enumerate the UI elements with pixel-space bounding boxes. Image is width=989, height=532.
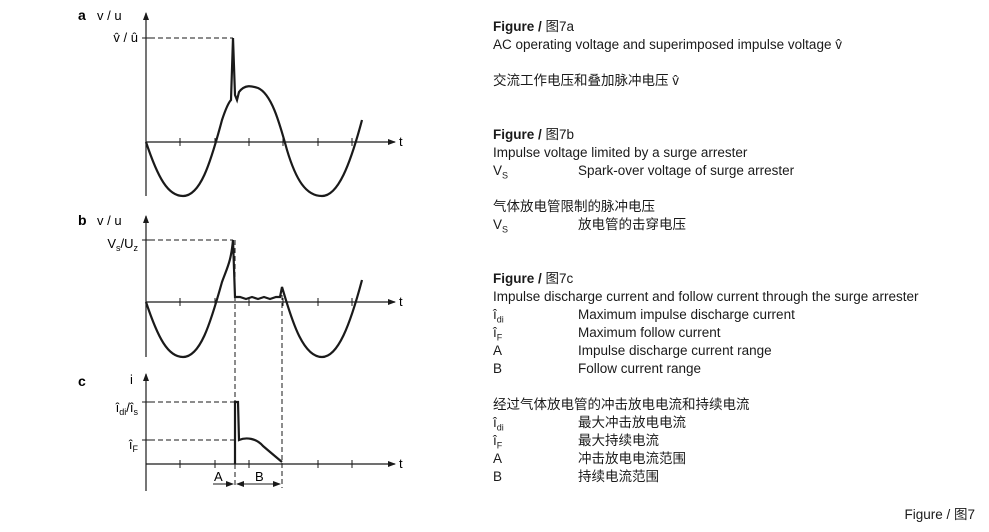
caption-c-header: Figure / 图7c: [493, 271, 574, 286]
caption-b-sym-vs: VS: [493, 163, 509, 181]
caption-c-cn-sym-a: A: [493, 451, 503, 466]
caption-c-line: Impulse discharge current and follow cur…: [493, 289, 919, 304]
panel-b-waveform: [144, 239, 364, 359]
caption-c-desc-b: Follow current range: [578, 361, 702, 376]
caption-c-sym-a: A: [493, 343, 503, 358]
caption-c-cn-sym-if: îF: [493, 433, 503, 451]
panel-b-letter: b: [78, 212, 87, 228]
caption-c-desc-a: Impulse discharge current range: [578, 343, 772, 358]
caption-c-cn-title: 经过气体放电管的冲击放电电流和持续电流: [493, 397, 750, 412]
caption-c-desc-idi: Maximum impulse discharge current: [578, 307, 795, 322]
caption-b-cn: 气体放电管限制的脉冲电压: [493, 199, 655, 214]
caption-c-cn-desc-idi: 最大冲击放电电流: [578, 415, 686, 430]
caption-c-cn-desc-a: 冲击放电电流范围: [578, 451, 686, 466]
range-b-label: B: [255, 469, 264, 484]
caption-c-cn-sym-idi: îdi: [493, 415, 504, 433]
caption-c-sym-b: B: [493, 361, 503, 376]
caption-a-line: AC operating voltage and superimposed im…: [493, 37, 842, 52]
panel-b-x-axis-label: t: [399, 294, 403, 309]
panel-a-waveform: [144, 37, 364, 198]
panel-c-y-axis-label: i: [130, 372, 133, 387]
panel-a-peak-label: v̂ / û: [113, 30, 138, 45]
figure-footer: Figure / 图7: [904, 507, 975, 522]
panel-b-ticks: [142, 239, 353, 306]
panel-a: a v / u t v̂ / û: [78, 7, 403, 198]
caption-c-cn-desc-b: 持续电流范围: [578, 469, 659, 484]
panel-b-y-axis-label: v / u: [97, 213, 122, 228]
caption-c-sym-idi: îdi: [493, 307, 504, 325]
panel-a-letter: a: [78, 7, 86, 23]
panel-b-peak-label: Vs/Uz: [107, 236, 138, 253]
panel-c-peak1-label: îdi/îs: [115, 400, 139, 417]
panel-a-y-axis-label: v / u: [97, 8, 122, 23]
caption-b-header: Figure / 图7b: [493, 127, 575, 142]
caption-c-desc-if: Maximum follow current: [578, 325, 721, 340]
range-a-label: A: [214, 469, 223, 484]
panel-c-letter: c: [78, 373, 86, 389]
caption-c-cn-sym-b: B: [493, 469, 503, 484]
caption-c-sym-if: îF: [493, 325, 503, 343]
caption-a-cn: 交流工作电压和叠加脉冲电压 v̂: [493, 73, 680, 88]
caption-c-cn-desc-if: 最大持续电流: [578, 433, 659, 448]
panel-c: c i t îdi/îs îF A B: [78, 372, 403, 491]
caption-b-cn-desc: 放电管的击穿电压: [578, 217, 686, 232]
panel-c-x-axis-label: t: [399, 456, 403, 471]
panel-c-ticks: [142, 401, 353, 468]
caption-a-header: Figure / 图7a: [493, 19, 575, 34]
panel-a-x-axis-label: t: [399, 134, 403, 149]
panel-a-ticks: [142, 37, 353, 146]
panel-c-peak2-label: îF: [128, 437, 139, 454]
caption-b-line: Impulse voltage limited by a surge arres…: [493, 145, 748, 160]
caption-b-desc-vs: Spark-over voltage of surge arrester: [578, 163, 795, 178]
caption-b-cn-sym: VS: [493, 217, 509, 235]
panel-c-current-waveform: [233, 400, 283, 464]
panel-b: b v / u t Vs/Uz: [78, 212, 403, 359]
